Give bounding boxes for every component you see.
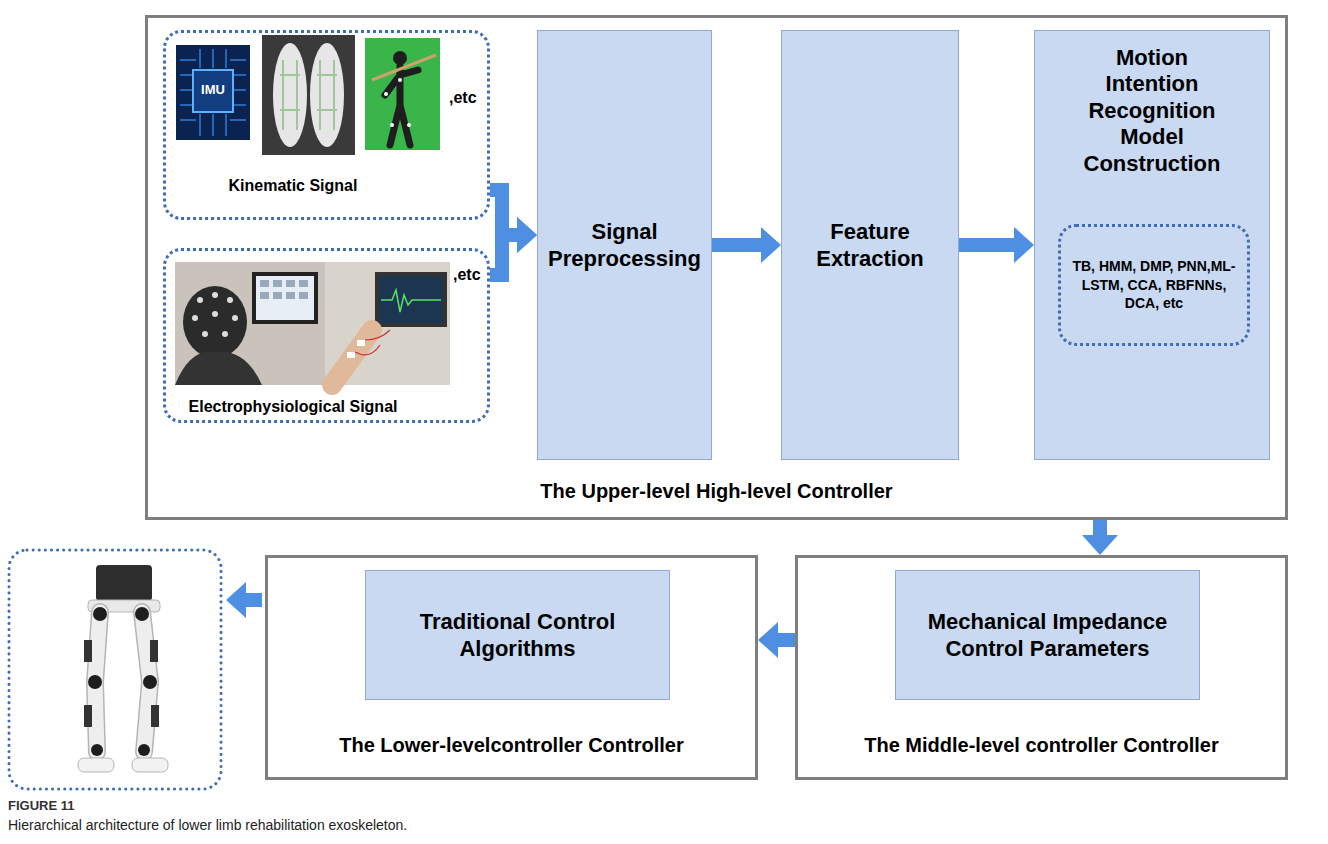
arrow-head: [761, 227, 781, 263]
box-text: Traditional Control Algorithms: [375, 608, 660, 663]
arrow-shaft: [1093, 520, 1107, 536]
dotted-group: ,etcElectrophysiological Signal: [163, 248, 490, 423]
figure-caption: Hierarchical architecture of lower limb …: [8, 817, 908, 834]
box-text: Mechanical Impedance Control Parameters: [905, 608, 1190, 663]
process-box: Signal Preprocessing: [537, 30, 712, 460]
flow-arrow: [490, 217, 537, 275]
arrow-shaft: [777, 633, 795, 647]
insole-picture: [262, 35, 355, 155]
flow-arrow: [1082, 520, 1118, 555]
controller-frame: The Lower-levelcontroller Controller Trad…: [265, 555, 758, 780]
controller-title: The Middle-level controller Controller: [864, 733, 1219, 757]
controller-title: The Lower-levelcontroller Controller: [339, 733, 684, 757]
box-text: Feature Extraction: [788, 218, 952, 273]
arrow-shaft: [959, 238, 1015, 252]
dotted-group: ,etcKinematic Signal: [163, 30, 490, 220]
chip-label: IMU: [193, 82, 233, 98]
group-text: ,etc: [449, 88, 477, 107]
dotted-group: TB, HMM, DMP, PNN,ML-LSTM, CCA, RBFNNs, …: [1058, 224, 1250, 346]
controller-frame: The Middle-level controller Controller Me…: [795, 555, 1288, 780]
flow-arrow: [959, 227, 1034, 263]
eeg-picture: [175, 262, 325, 385]
motion-capture-picture: [365, 38, 440, 150]
group-text: Kinematic Signal: [193, 176, 393, 195]
output-arrow: [226, 582, 262, 618]
flow-arrow: [758, 622, 795, 658]
arrow-head: [1082, 535, 1118, 555]
group-text: ,etc: [453, 265, 481, 284]
process-box: Feature Extraction: [781, 30, 959, 460]
box-text: Motion Intention Recognition Model Const…: [1072, 45, 1232, 177]
arrow-head: [1014, 227, 1034, 263]
exoskeleton-picture: [9, 550, 221, 789]
arrow-head: [517, 217, 537, 253]
arrow-head: [758, 622, 778, 658]
arrow-head: [517, 217, 537, 253]
group-text: TB, HMM, DMP, PNN,ML-LSTM, CCA, RBFNNs, …: [1066, 257, 1242, 314]
imu-chip-picture: [176, 45, 250, 140]
group-text: Electrophysiological Signal: [168, 397, 418, 416]
process-box: Traditional Control Algorithms: [365, 570, 670, 700]
arrow-shaft: [490, 235, 518, 275]
figure-number: FIGURE 11: [8, 798, 308, 814]
flow-arrow: [712, 227, 781, 263]
controller-frame: The Upper-level High-level Controller ,et…: [145, 15, 1288, 520]
process-box: Mechanical Impedance Control Parameters: [895, 570, 1200, 700]
arrow-shaft: [712, 238, 762, 252]
controller-title: The Upper-level High-level Controller: [540, 479, 892, 503]
emg-picture: [325, 262, 450, 385]
box-text: Signal Preprocessing: [544, 218, 705, 273]
process-box: Motion Intention Recognition Model Const…: [1034, 30, 1270, 460]
